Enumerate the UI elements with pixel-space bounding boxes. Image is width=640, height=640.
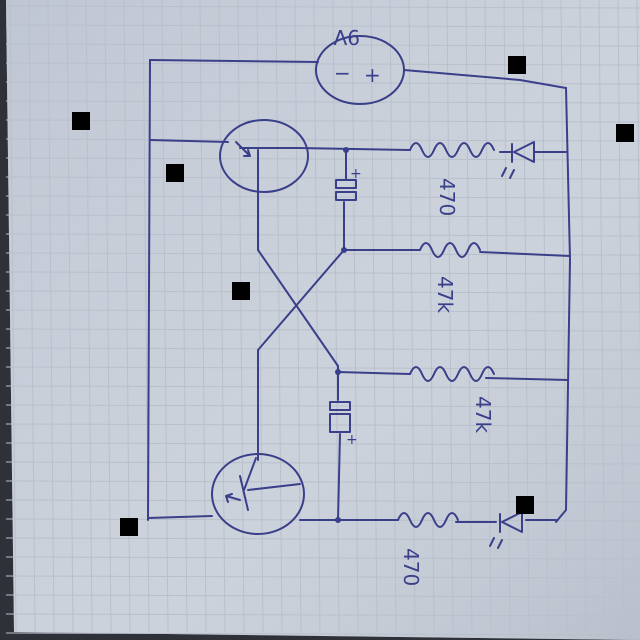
grid-line — [427, 0, 435, 633]
resistor-top-47k: 47k — [419, 242, 481, 313]
transistor-top — [219, 119, 309, 193]
redaction-squares — [72, 56, 634, 536]
grid-line — [560, 0, 568, 633]
grid-line — [294, 0, 302, 633]
grid-line — [5, 480, 640, 484]
resistor-bottom-47k: 47k — [409, 366, 495, 433]
graph-paper-grid — [5, 0, 640, 636]
grid-line — [161, 0, 169, 633]
grid-line — [5, 366, 640, 370]
grid-line — [484, 0, 492, 633]
grid-line — [5, 385, 640, 389]
grid-line — [541, 0, 549, 633]
grid-line — [522, 0, 530, 633]
grid-line — [47, 0, 55, 633]
grid-line — [5, 328, 640, 332]
grid-line — [465, 0, 473, 633]
transistor-bottom — [211, 453, 305, 535]
grid-line — [5, 575, 640, 579]
grid-line — [5, 214, 640, 218]
resistor-bottom-base-label: 47k — [471, 396, 495, 433]
grid-line — [218, 0, 226, 633]
battery-plus: + — [364, 63, 381, 87]
grid-line — [5, 81, 640, 85]
grid-line — [313, 0, 321, 633]
grid-line — [5, 176, 640, 180]
resistor-bottom-led-label: 470 — [399, 548, 423, 586]
capacitor-bottom: + — [329, 401, 358, 448]
grid-line — [5, 613, 640, 617]
grid-line — [85, 0, 93, 633]
grid-line — [256, 0, 264, 633]
grid-line — [617, 0, 625, 633]
led-bottom — [489, 511, 523, 549]
resistor-bottom-470: 470 — [397, 512, 459, 586]
grid-line — [5, 632, 640, 636]
grid-line — [446, 0, 454, 633]
grid-line — [237, 0, 245, 633]
grid-line — [9, 0, 17, 633]
grid-line — [5, 347, 640, 351]
grid-line — [5, 233, 640, 237]
grid-line — [503, 0, 511, 633]
battery-voltage-label: 9V — [333, 25, 360, 49]
capacitor-top-plus: + — [350, 166, 362, 182]
grid-line — [199, 0, 207, 633]
grid-line — [5, 442, 640, 446]
grid-line — [5, 24, 640, 28]
grid-line — [5, 537, 640, 541]
grid-line — [598, 0, 606, 633]
grid-line — [389, 0, 397, 633]
grid-line — [579, 0, 587, 633]
grid-line — [5, 461, 640, 465]
grid-line — [5, 138, 640, 142]
grid-line — [5, 62, 640, 66]
grid-line — [332, 0, 340, 633]
grid-line — [5, 195, 640, 199]
grid-line — [5, 100, 640, 104]
grid-line — [636, 0, 640, 369]
grid-line — [351, 0, 359, 633]
grid-line — [28, 0, 36, 633]
resistor-top-led-label: 470 — [435, 178, 459, 216]
junction-dots — [335, 147, 349, 523]
led-top — [501, 141, 535, 179]
grid-line — [5, 404, 640, 408]
grid-line — [180, 0, 188, 633]
grid-line — [370, 0, 378, 633]
grid-line — [142, 0, 150, 633]
grid-line — [5, 309, 640, 313]
grid-line — [5, 594, 640, 598]
grid-line — [104, 0, 112, 633]
grid-line — [5, 423, 640, 427]
resistor-top-470: 470 — [409, 142, 495, 216]
grid-line — [5, 290, 640, 294]
grid-line — [5, 5, 640, 9]
grid-line — [5, 556, 640, 560]
capacitor-bottom-plus: + — [346, 432, 358, 448]
grid-line — [275, 0, 283, 633]
grid-line — [5, 119, 640, 123]
grid-line — [5, 499, 640, 503]
capacitor-top: + — [335, 166, 362, 201]
wires — [147, 59, 571, 523]
grid-line — [5, 43, 640, 47]
resistor-top-base-label: 47k — [433, 276, 457, 313]
grid-line — [66, 0, 74, 633]
battery-minus: − — [334, 61, 351, 85]
battery: − + 9V — [315, 25, 405, 105]
